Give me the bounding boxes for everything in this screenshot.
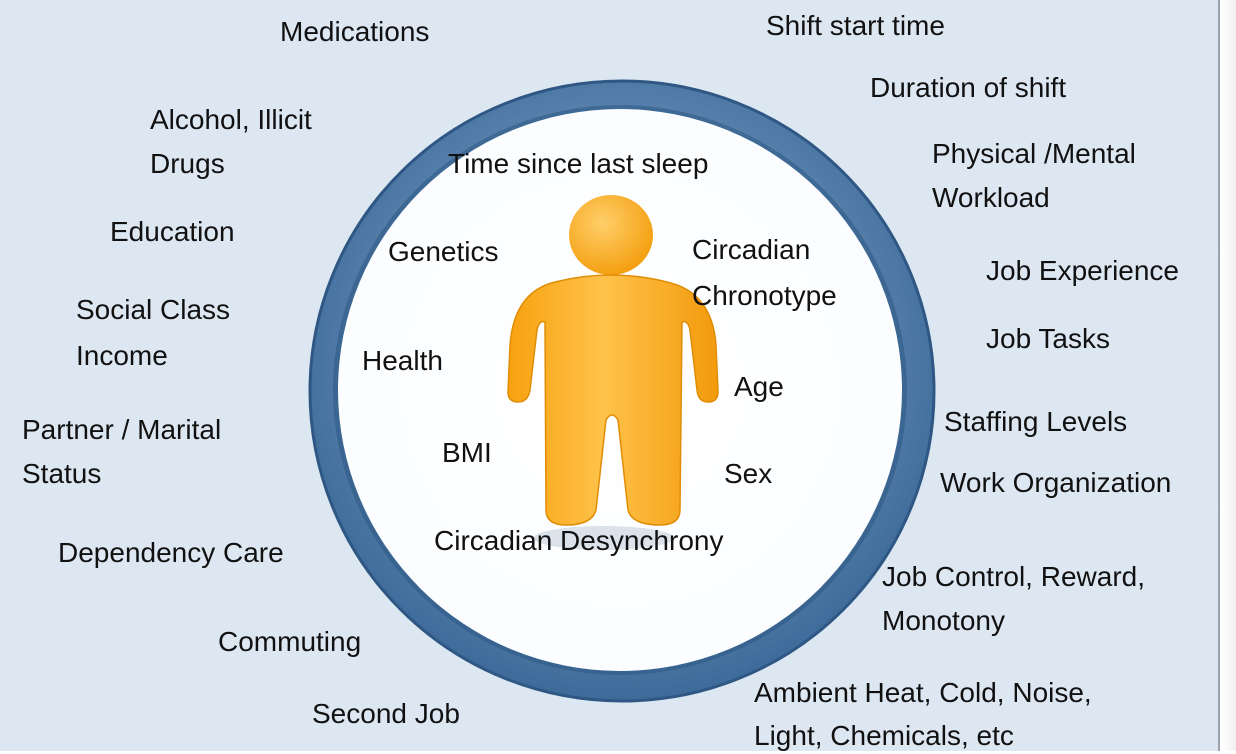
- factor-duration: Duration of shift: [870, 72, 1067, 103]
- factor-alcohol-line2: Drugs: [150, 148, 225, 179]
- inner-genetics: Genetics: [388, 236, 499, 267]
- inner-circadian-line2: Chronotype: [692, 280, 837, 311]
- factor-workload-line2: Workload: [932, 182, 1050, 213]
- factor-partner-line2: Status: [22, 458, 102, 489]
- factor-partner-line1: Partner / Marital: [22, 414, 222, 445]
- factor-job-control-line2: Monotony: [882, 605, 1005, 636]
- person-figure-icon: [507, 195, 719, 550]
- inner-circadian-desynchrony: Circadian Desynchrony: [434, 525, 724, 556]
- factor-work-organization: Work Organization: [940, 467, 1172, 498]
- factor-social-line2: Income: [76, 340, 168, 371]
- factor-job-control-line1: Job Control, Reward,: [882, 561, 1146, 592]
- factor-education: Education: [110, 216, 235, 247]
- factor-commuting: Commuting: [218, 626, 362, 657]
- factor-workload-line1: Physical /Mental: [932, 138, 1136, 169]
- factor-dependency-care: Dependency Care: [58, 537, 284, 568]
- page-edge: [1222, 0, 1236, 751]
- factor-medications: Medications: [280, 16, 430, 47]
- inner-sex: Sex: [724, 458, 773, 489]
- inner-circadian-line1: Circadian: [692, 234, 811, 265]
- inner-age: Age: [734, 371, 784, 402]
- factor-social-line1: Social Class: [76, 294, 231, 325]
- factor-second-job: Second Job: [312, 698, 460, 729]
- inner-time-since-sleep: Time since last sleep: [448, 148, 709, 179]
- factor-ambient-line1: Ambient Heat, Cold, Noise,: [754, 677, 1092, 708]
- factor-alcohol-line1: Alcohol, Illicit: [150, 104, 312, 135]
- factor-staffing-levels: Staffing Levels: [944, 406, 1128, 437]
- factor-shift-start: Shift start time: [766, 10, 945, 41]
- factor-job-experience: Job Experience: [986, 255, 1180, 286]
- factor-job-tasks: Job Tasks: [986, 323, 1110, 354]
- inner-health: Health: [362, 345, 443, 376]
- inner-bmi: BMI: [442, 437, 492, 468]
- factor-ambient-line2: Light, Chemicals, etc: [754, 720, 1014, 751]
